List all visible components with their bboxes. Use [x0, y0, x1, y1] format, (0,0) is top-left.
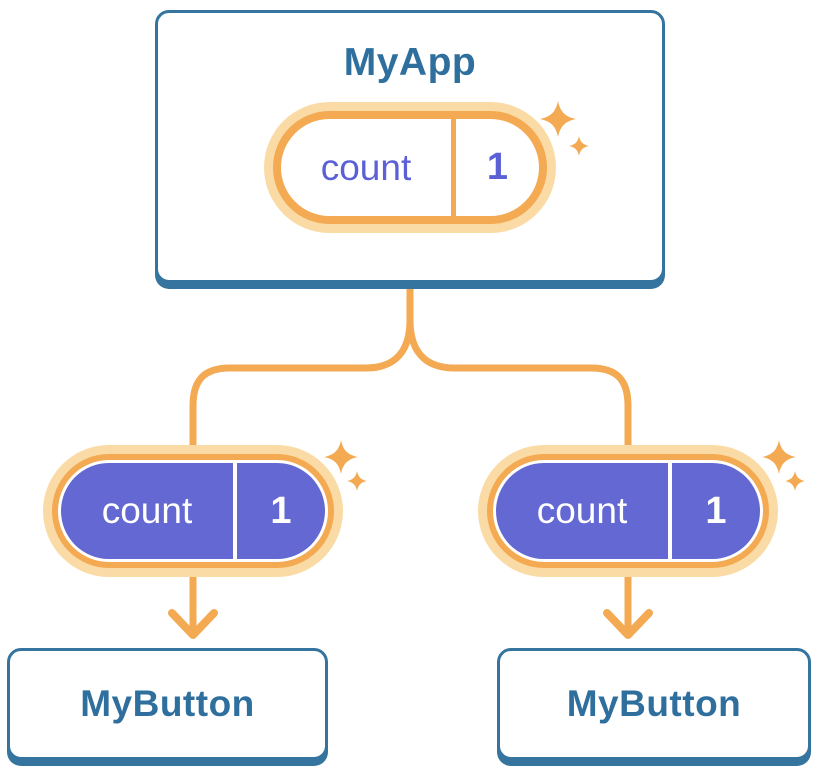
right-state-pill-core: count 1 — [496, 463, 760, 559]
mybutton-title: MyButton — [80, 683, 255, 724]
mybutton-card-right: MyButton — [497, 648, 811, 760]
mybutton-title: MyButton — [566, 683, 742, 724]
state-label: count — [320, 146, 412, 188]
left-state-pill-ring: count 1 — [52, 454, 334, 568]
root-state-pill-ring: count 1 — [273, 111, 547, 224]
root-state-pill: count 1 — [264, 102, 556, 233]
right-state-pill-ring: count 1 — [487, 454, 769, 568]
arrow-down-icon — [603, 609, 653, 639]
mybutton-card-left: MyButton — [7, 648, 328, 760]
pill-divider — [233, 463, 237, 559]
pill-divider — [668, 463, 672, 559]
state-value: 1 — [486, 146, 509, 188]
state-value: 1 — [270, 489, 292, 532]
branch-right-line — [406, 284, 632, 462]
state-label: count — [101, 490, 193, 531]
myapp-title: MyApp — [343, 41, 477, 84]
arrow-down-icon — [168, 609, 218, 639]
right-state-pill: count 1 — [478, 445, 778, 577]
pill-divider — [451, 119, 456, 216]
state-label: count — [536, 490, 628, 531]
left-state-pill-core: count 1 — [61, 463, 325, 559]
left-state-pill: count 1 — [43, 445, 343, 577]
state-value: 1 — [705, 489, 727, 532]
branch-left-line — [189, 284, 414, 462]
